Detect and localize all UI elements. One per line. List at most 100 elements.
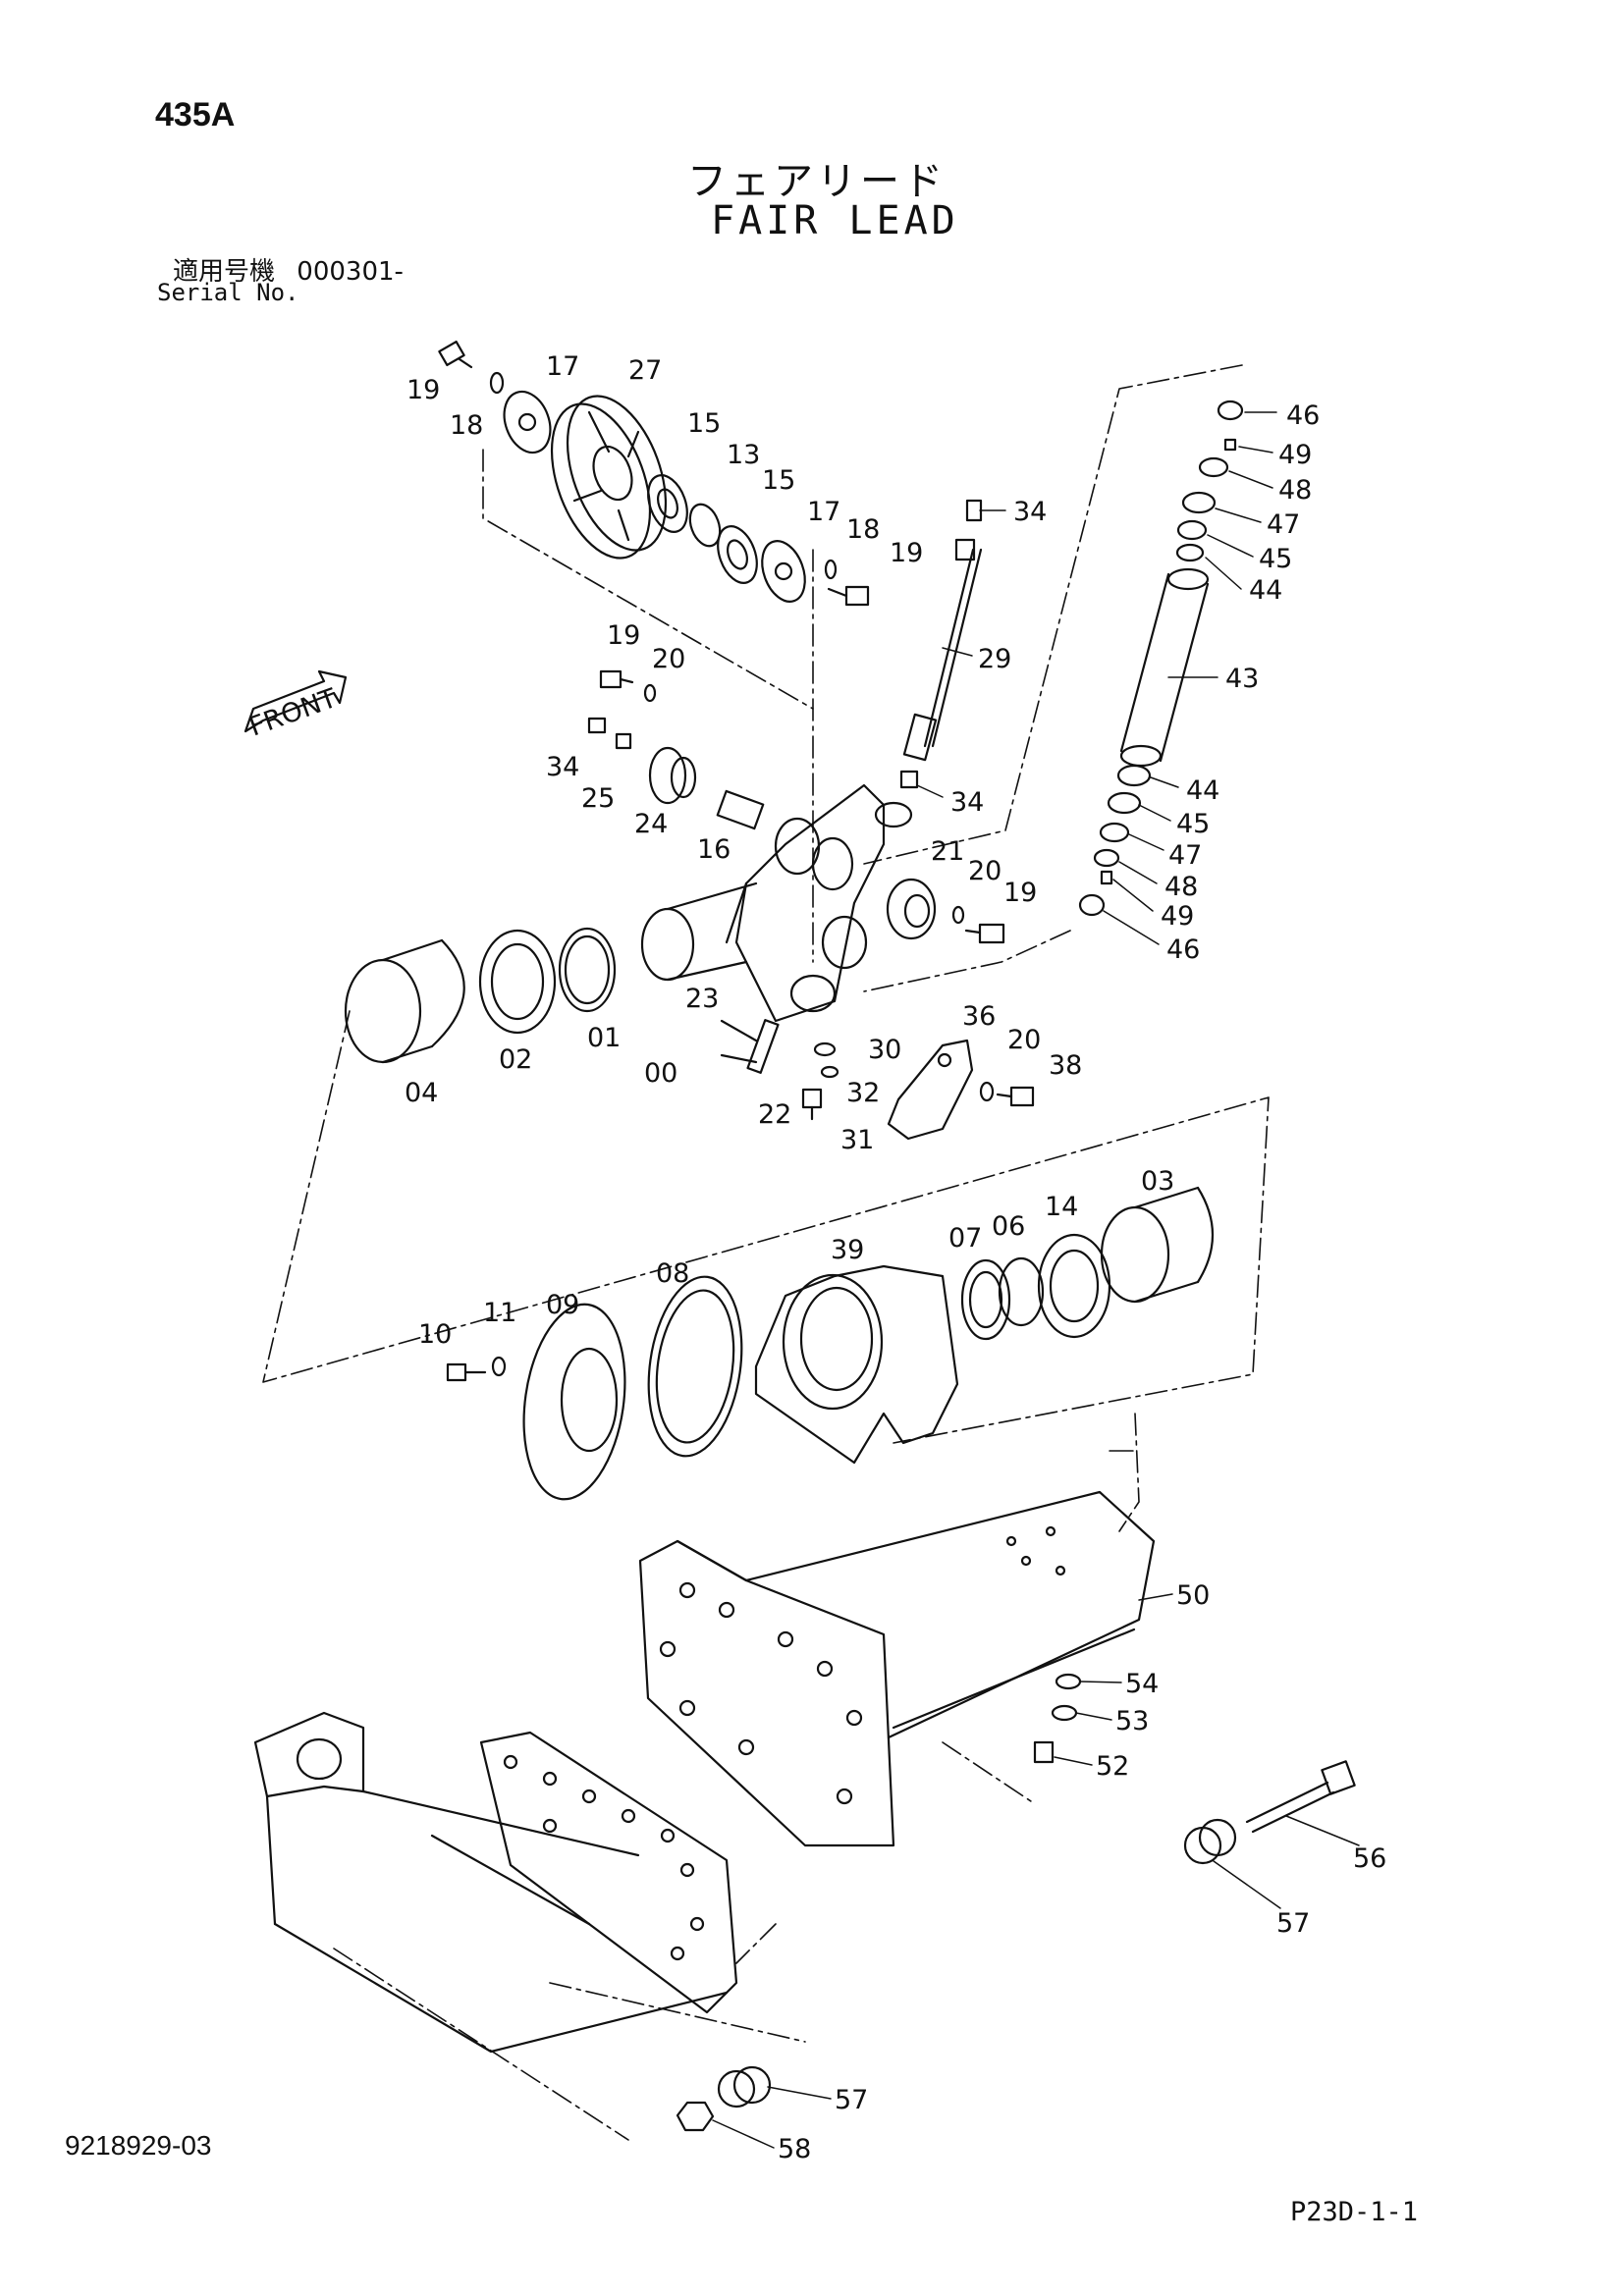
bolt-38 xyxy=(996,1086,1035,1107)
callout-31: 31 xyxy=(840,1125,874,1155)
callout-20-lower: 20 xyxy=(1007,1025,1041,1055)
callout-15-a: 15 xyxy=(687,408,721,439)
callout-46-top: 46 xyxy=(1286,400,1320,431)
callout-20-right: 20 xyxy=(968,856,1001,886)
washer-20-left xyxy=(643,683,657,703)
callout-58: 58 xyxy=(778,2134,811,2164)
callout-15-b: 15 xyxy=(762,465,795,496)
cap-24 xyxy=(648,746,697,805)
cap-46-top xyxy=(1217,400,1244,421)
leader-lines xyxy=(916,411,1277,1452)
callout-44-top: 44 xyxy=(1249,575,1282,606)
flange-09 xyxy=(522,1303,626,1501)
callout-47-bottom: 47 xyxy=(1168,840,1202,871)
fitting-49-top xyxy=(1223,438,1237,452)
washer-11 xyxy=(491,1356,507,1377)
callout-25: 25 xyxy=(581,783,615,814)
callout-48-top: 48 xyxy=(1278,475,1312,506)
callout-06: 06 xyxy=(992,1211,1025,1242)
drum-04 xyxy=(344,938,465,1064)
cap-46-bottom xyxy=(1078,893,1106,917)
serial-label-english: Serial No. xyxy=(157,279,299,306)
seal-48-top xyxy=(1198,456,1229,478)
callout-22: 22 xyxy=(758,1099,791,1130)
seal-44-bottom xyxy=(1116,764,1152,787)
grease-fitting-34-c xyxy=(587,717,607,734)
tube-00 xyxy=(640,881,758,982)
bolt-56 xyxy=(1245,1760,1356,1834)
callout-36: 36 xyxy=(962,1001,996,1032)
seal-07 xyxy=(960,1258,1011,1341)
plate-17-mid xyxy=(761,540,806,603)
bolt-19-mid xyxy=(827,585,870,607)
seal-48-bottom xyxy=(1093,848,1120,868)
ring-45-bottom xyxy=(1107,791,1142,815)
callout-21: 21 xyxy=(931,836,964,867)
seal-47-top xyxy=(1181,491,1217,514)
grease-fitting-34-b xyxy=(899,770,919,789)
callout-48-bottom: 48 xyxy=(1164,872,1198,902)
bolt-52 xyxy=(1033,1740,1055,1764)
page-title-english: FAIR LEAD xyxy=(711,198,959,243)
guard-36 xyxy=(887,1039,974,1141)
callout-52: 52 xyxy=(1096,1751,1129,1782)
callout-02: 02 xyxy=(499,1044,532,1075)
clip-32 xyxy=(820,1065,839,1079)
grease-pipe-29 xyxy=(902,499,983,762)
assembly-lines xyxy=(262,364,1270,2141)
boom-base xyxy=(253,1711,738,2054)
callout-14: 14 xyxy=(1045,1192,1078,1222)
bolt-10 xyxy=(446,1362,487,1382)
fitting-49-bottom xyxy=(1100,870,1113,885)
bolt-19-top xyxy=(438,340,473,369)
bushing-57-right xyxy=(1183,1818,1237,1865)
callout-leaders-lower xyxy=(712,1593,1360,2149)
housing-39 xyxy=(754,1264,959,1465)
callout-38: 38 xyxy=(1049,1050,1082,1081)
callout-30: 30 xyxy=(868,1035,901,1065)
callout-20-left: 20 xyxy=(652,644,685,674)
seal-47-bottom xyxy=(1099,822,1130,843)
callout-04: 04 xyxy=(405,1078,438,1108)
callout-45-bottom: 45 xyxy=(1176,809,1210,839)
callout-19-right: 19 xyxy=(1003,878,1037,908)
callout-18-mid: 18 xyxy=(846,514,880,545)
callout-57-right: 57 xyxy=(1276,1908,1310,1939)
callout-47-top: 47 xyxy=(1267,509,1300,540)
callout-39: 39 xyxy=(831,1235,864,1265)
bushing-57-lower xyxy=(717,2065,772,2109)
clip-30 xyxy=(813,1041,837,1057)
callout-34-mid: 34 xyxy=(950,787,984,818)
callout-50: 50 xyxy=(1176,1580,1210,1611)
pin-23 xyxy=(720,1019,758,1064)
callout-11: 11 xyxy=(483,1298,516,1328)
sheave-27 xyxy=(550,395,668,560)
spacer-13 xyxy=(688,503,722,548)
callout-27: 27 xyxy=(628,355,662,386)
ring-45-top xyxy=(1176,519,1208,541)
callout-43: 43 xyxy=(1225,664,1259,694)
callout-49-bottom: 49 xyxy=(1161,901,1194,932)
seal-44-top xyxy=(1175,543,1205,562)
callout-16: 16 xyxy=(697,834,731,865)
fitting-25 xyxy=(615,732,632,750)
front-arrow-icon: FRONT xyxy=(244,669,348,743)
callout-29: 29 xyxy=(978,644,1011,674)
callout-46-bottom: 46 xyxy=(1166,934,1200,965)
bearing-02 xyxy=(478,929,557,1035)
model-number: 435A xyxy=(155,96,236,133)
front-arrow-label: FRONT xyxy=(245,683,342,743)
callout-19-mid: 19 xyxy=(890,538,923,568)
clip-53 xyxy=(1051,1704,1078,1722)
bushing-21 xyxy=(886,878,937,940)
callout-10: 10 xyxy=(418,1319,452,1350)
sleeve-03 xyxy=(1100,1186,1214,1304)
callout-09: 09 xyxy=(546,1290,579,1320)
washer-20-right xyxy=(951,905,965,925)
bolt-19-left xyxy=(599,669,634,689)
callout-49-top: 49 xyxy=(1278,440,1312,470)
callout-45-top: 45 xyxy=(1259,544,1292,574)
callout-19-top: 19 xyxy=(406,375,440,405)
callout-23: 23 xyxy=(685,984,719,1014)
callout-07: 07 xyxy=(948,1223,982,1254)
